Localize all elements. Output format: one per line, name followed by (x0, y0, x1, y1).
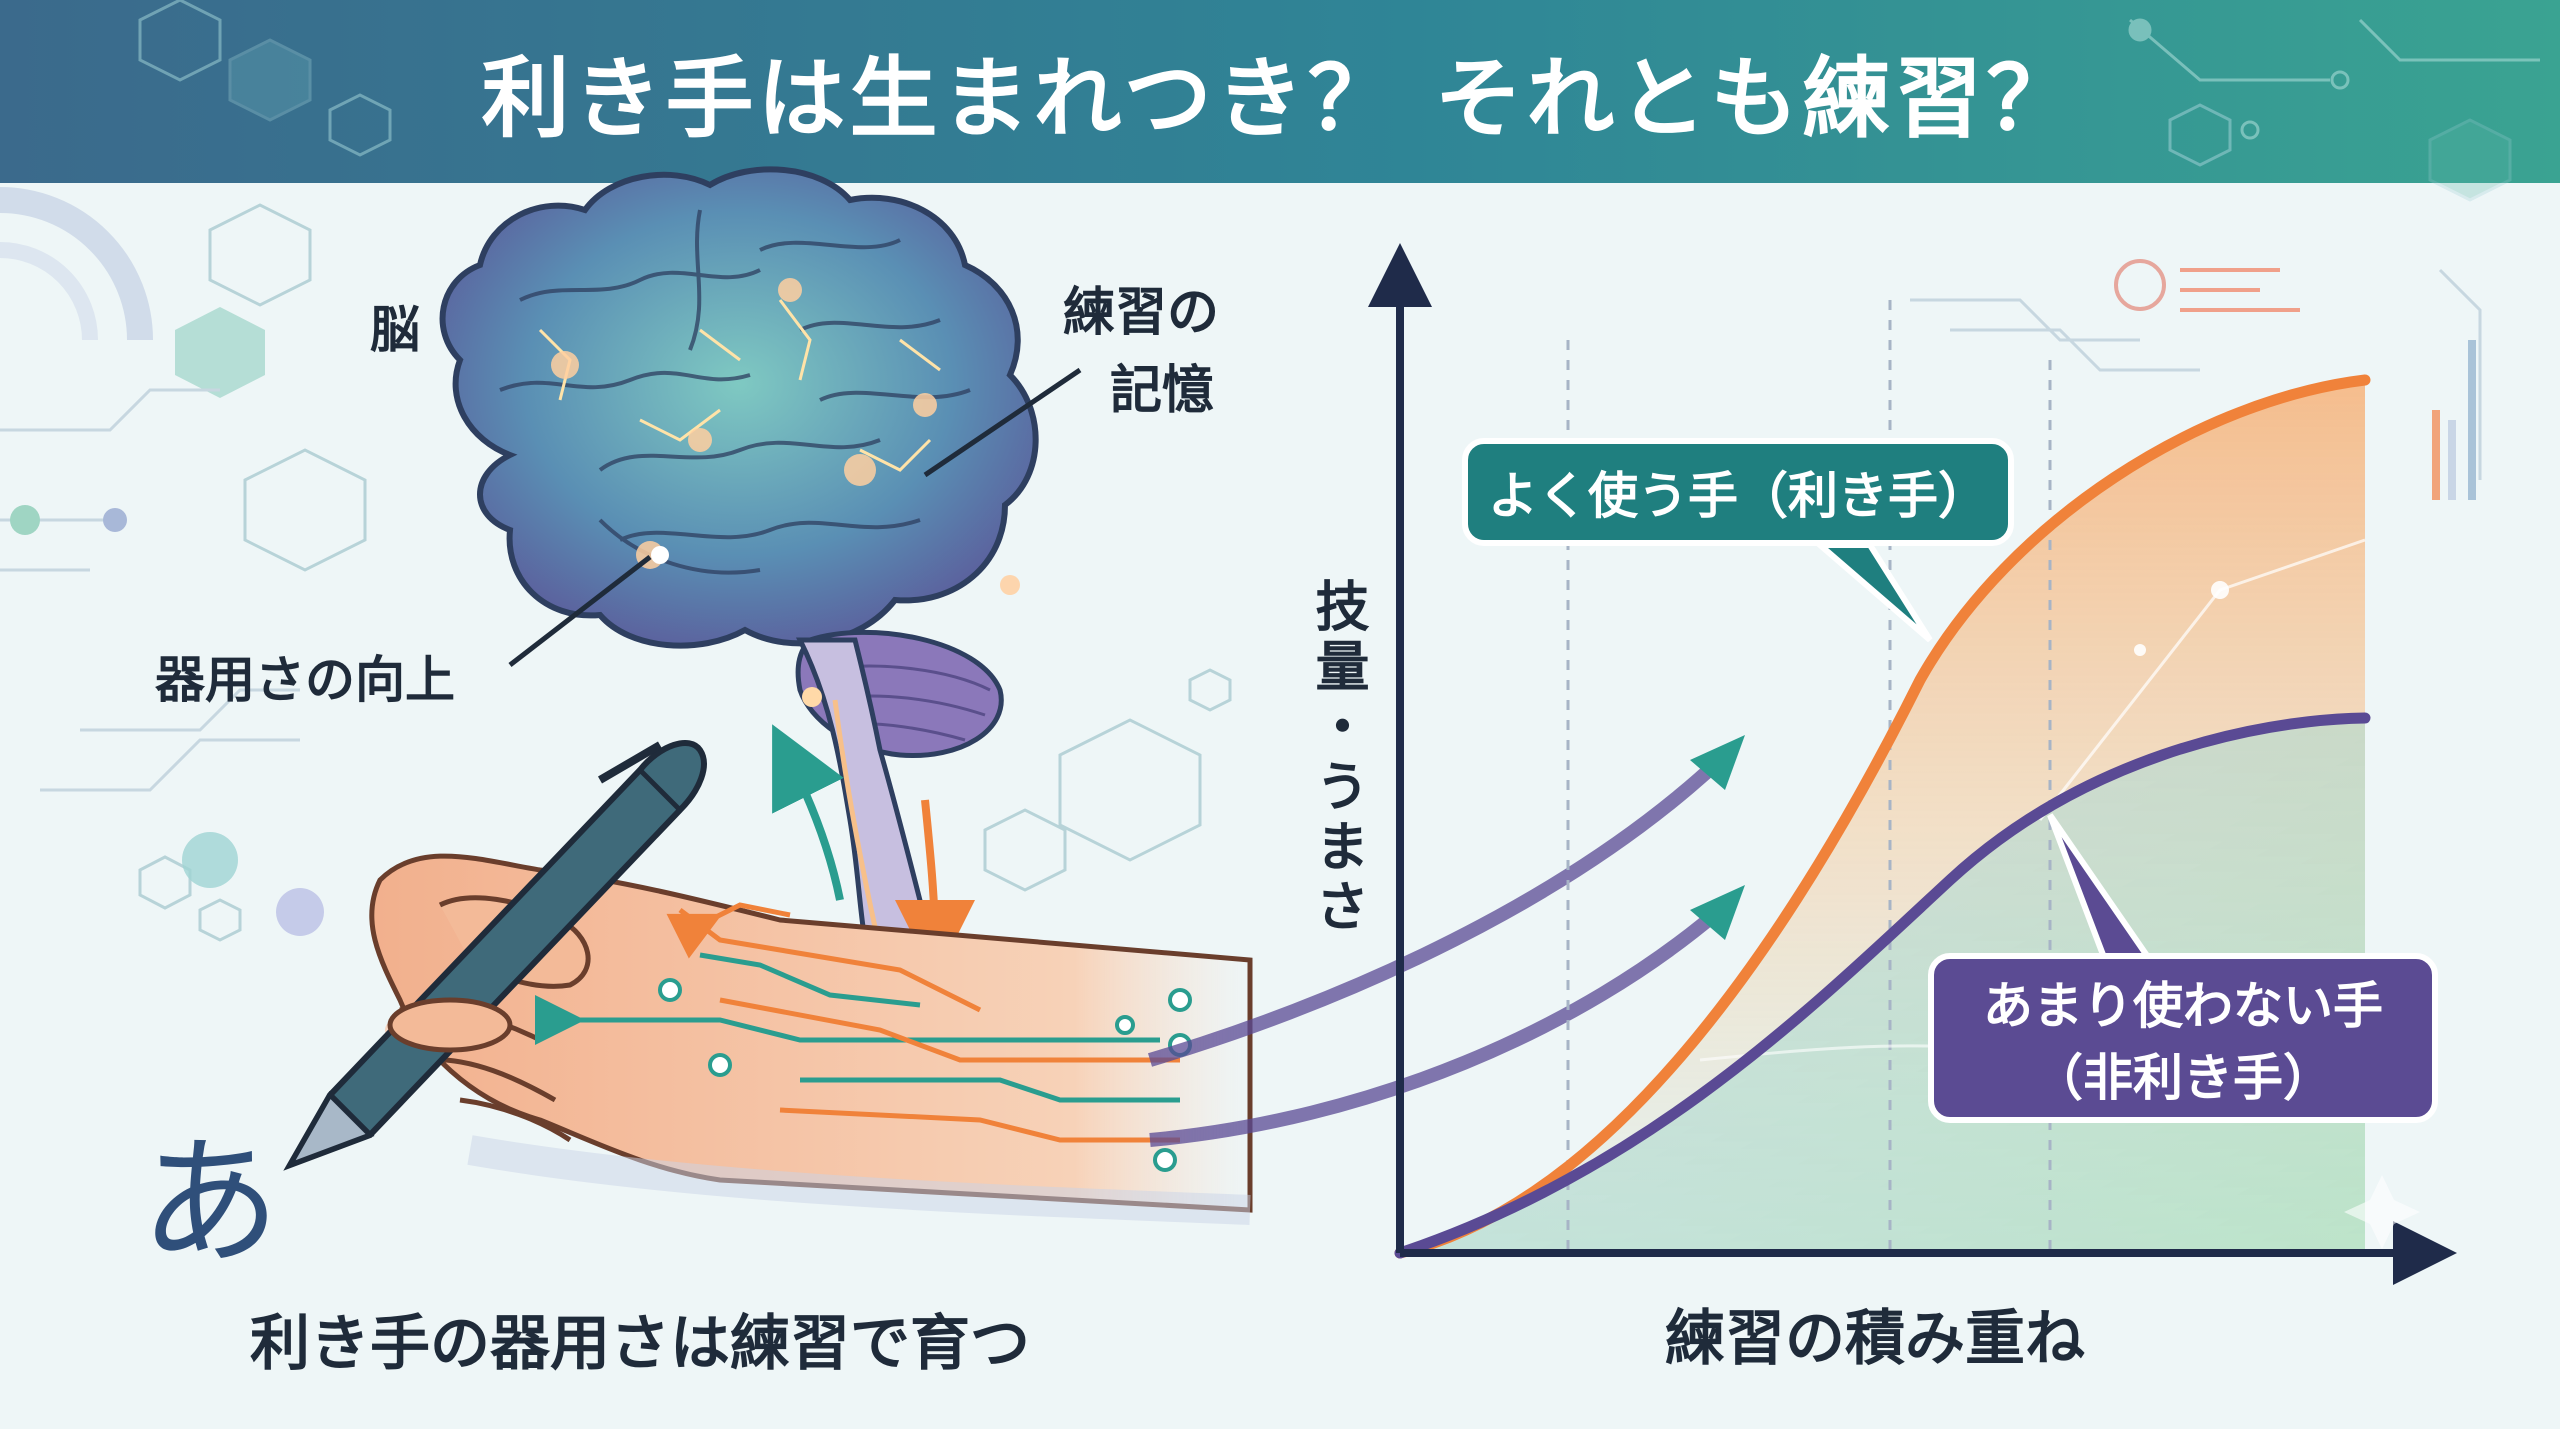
brain-to-chart-arrow-bottom-head (1690, 885, 1745, 940)
nondominant-curve (1394, 712, 2371, 1259)
dexterity-label: 器用さの向上 (155, 651, 455, 709)
page-title: 利き手は生まれつき？ それとも練習？ (481, 47, 2079, 150)
dominant-hand-callout: よく使う手（利き手） (1462, 438, 2014, 546)
neural-circuit-icon (535, 902, 1180, 1143)
nondominant-callout-line1: あまり使わない手 (1983, 977, 2383, 1035)
background-decoration (0, 187, 2482, 942)
y-axis-label: 技量・うまさ (1306, 578, 1369, 938)
thumb-shape (387, 997, 513, 1053)
nondominant-hand-callout: あまり使わない手 （非利き手） (1928, 953, 2438, 1123)
signal-up-arrow (772, 724, 844, 901)
nondominant-callout-line2: （非利き手） (2033, 1049, 2333, 1107)
header-hexagon-decoration (138, 0, 2512, 202)
brain-to-chart-arrow-top (1147, 754, 1725, 1067)
brain-to-chart-arrow-top-head (1690, 735, 1745, 790)
x-axis-label: 練習の積み重ね (1665, 1304, 2085, 1374)
brain-icon (439, 166, 1039, 963)
header-circuit-decoration (2128, 18, 2540, 140)
brain-to-chart-arrow-bottom (1149, 904, 1725, 1147)
left-caption: 利き手の器用さは練習で育つ (250, 1309, 1030, 1379)
dominant-curve (1394, 374, 2371, 1259)
dominant-callout-tail (1811, 542, 1933, 643)
brain-label: 脳 (370, 301, 420, 359)
pen-icon (283, 739, 707, 1171)
signal-down-arrow (894, 799, 975, 980)
hiragana-character: あ (140, 1122, 281, 1285)
label-pointer-lines (508, 367, 1082, 667)
practice-memory-label-line2: 記憶 (1110, 361, 1215, 421)
practice-memory-label-line1: 練習の (1063, 283, 1220, 343)
